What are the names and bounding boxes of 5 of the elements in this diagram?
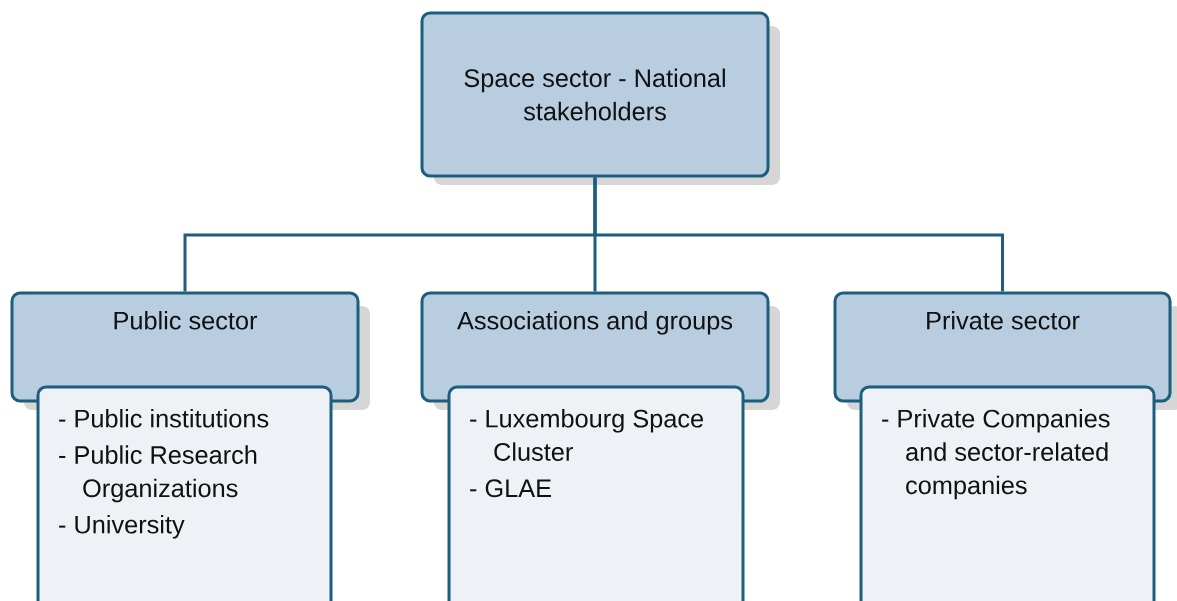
title-box: Space sector - National stakeholders: [420, 11, 780, 185]
list-box: - Private Companies and sector-related companies: [859, 385, 1156, 601]
connector-line: [593, 177, 1004, 292]
list-box: - Public institutions - Public Research Organizations - University: [36, 385, 333, 601]
list-box: - Luxembourg Space Cluster - GLAE: [447, 385, 745, 601]
